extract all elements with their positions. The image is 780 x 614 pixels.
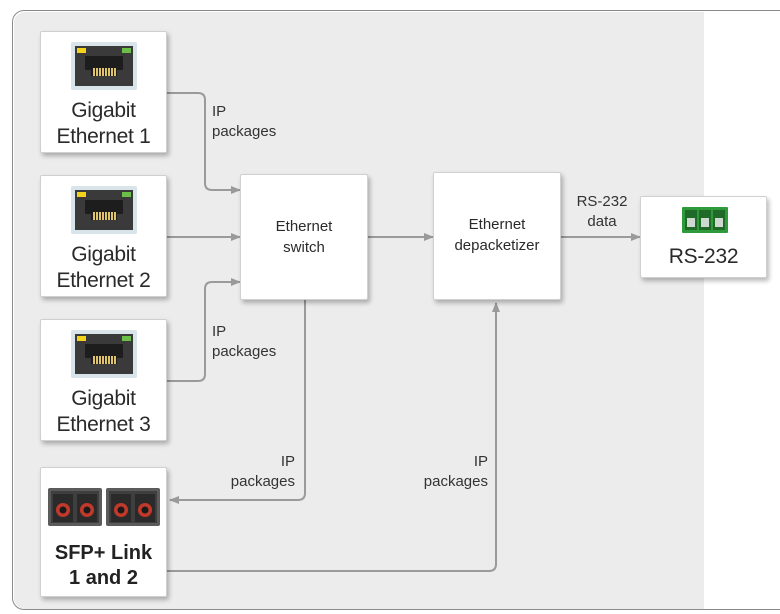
node-label-line2: depacketizer <box>454 237 540 254</box>
node-label-line2: Ethernet 2 <box>56 269 151 292</box>
gigabit-ethernet-3-node: Gigabit Ethernet 3 <box>40 319 167 441</box>
rs232-node: RS-232 <box>640 196 767 278</box>
ethernet-depacketizer-node: Ethernet depacketizer <box>433 172 561 300</box>
edge-label-gbe3-ip-packages: IP packages <box>212 323 277 360</box>
edge-label-gbe1-ip-packages: IP packages <box>212 103 277 140</box>
sfp-duplex-port-icon <box>48 488 160 526</box>
node-label-line1: Gigabit <box>71 243 136 266</box>
node-label-line2: switch <box>283 239 325 256</box>
node-label-line1: Gigabit <box>71 387 136 410</box>
edge-label-rs232-data: RS-232 data <box>576 193 628 230</box>
rj45-port-icon <box>71 42 137 90</box>
edge-label-switch-to-sfp: IP packages <box>230 453 295 490</box>
node-label-line1: Ethernet <box>468 216 526 233</box>
node-label-line1: Gigabit <box>71 99 136 122</box>
node-label: RS-232 <box>668 245 739 268</box>
gigabit-ethernet-1-node: Gigabit Ethernet 1 <box>40 31 167 153</box>
node-label-line1: SFP+ Link <box>54 542 153 564</box>
node-label-line2: Ethernet 3 <box>56 413 151 436</box>
sfp-link-node: SFP+ Link 1 and 2 <box>40 467 167 597</box>
node-label-line2: Ethernet 1 <box>56 125 151 148</box>
terminal-block-icon <box>682 207 728 233</box>
rj45-port-icon <box>71 330 137 378</box>
rj45-port-icon <box>71 186 137 234</box>
node-label-line2: 1 and 2 <box>69 567 138 589</box>
gigabit-ethernet-2-node: Gigabit Ethernet 2 <box>40 175 167 297</box>
ethernet-switch-node: Ethernet switch <box>240 174 368 300</box>
edge-label-sfp-to-depacketizer: IP packages <box>423 453 488 490</box>
node-label-line1: Ethernet <box>275 218 333 235</box>
